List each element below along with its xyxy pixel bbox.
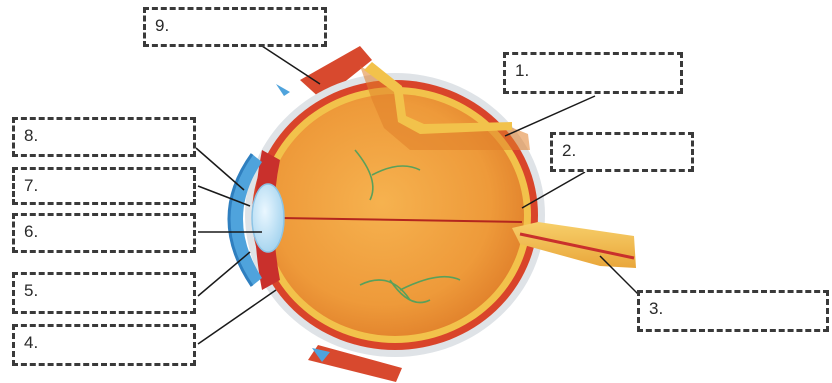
label-2[interactable]: 2. [550,132,694,172]
conjunctiva-top [276,84,290,96]
lens [252,184,284,252]
label-9[interactable]: 9. [143,7,327,47]
label-7-text: 7. [24,176,38,195]
label-1[interactable]: 1. [503,52,683,94]
label-5-text: 5. [24,281,38,300]
leader-9 [262,46,320,84]
label-6-text: 6. [24,222,38,241]
label-8-text: 8. [24,126,38,145]
leader-4 [198,290,276,344]
label-1-text: 1. [515,61,529,80]
label-8[interactable]: 8. [12,117,196,157]
label-6[interactable]: 6. [12,213,196,253]
label-3[interactable]: 3. [637,290,829,332]
leader-1 [505,96,595,136]
label-4[interactable]: 4. [12,324,196,366]
label-2-text: 2. [562,141,576,160]
leader-5 [198,252,250,296]
label-5[interactable]: 5. [12,272,196,314]
label-4-text: 4. [24,333,38,352]
label-9-text: 9. [155,16,169,35]
label-3-text: 3. [649,299,663,318]
leader-8 [196,148,244,190]
label-7[interactable]: 7. [12,167,196,205]
